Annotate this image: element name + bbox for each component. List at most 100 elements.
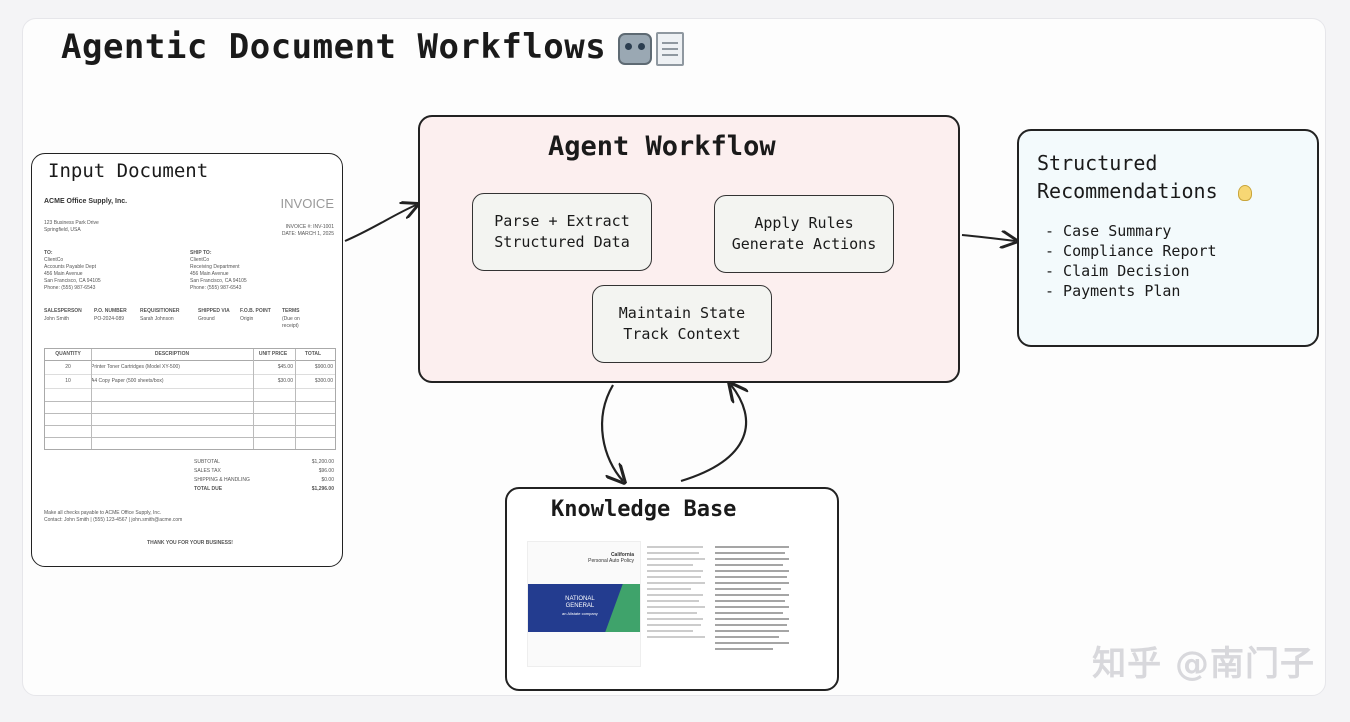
invoice-company: ACME Office Supply, Inc. <box>44 198 128 205</box>
order-header-row: SALESPERSON P.O. NUMBER REQUISITIONER SH… <box>44 308 336 315</box>
document-icon <box>656 31 685 66</box>
step-apply-rules: Apply Rules Generate Actions <box>714 195 894 273</box>
to-label: TO: <box>44 250 53 256</box>
policy-banner: NATIONAL GENERAL an Allstate company <box>528 584 640 632</box>
item-qty: 20 <box>65 364 71 370</box>
total-value: $1,296.00 <box>311 486 334 492</box>
recommendations-title-text: Recommendations <box>1037 179 1218 203</box>
address-line: Springfield, USA <box>44 227 81 233</box>
policy-heading: California Personal Auto Policy <box>588 552 634 564</box>
list-item: - Payments Plan <box>1045 282 1181 300</box>
invoice-heading: INVOICE <box>280 196 334 211</box>
ship-line: 456 Main Avenue <box>190 271 229 277</box>
recommendations-label: Structured Recommendations <box>1037 149 1252 205</box>
to-line: Accounts Payable Dept <box>44 264 96 270</box>
banner-line: an Allstate company <box>562 611 598 616</box>
arrow-input-to-workflow <box>344 205 416 242</box>
step-line: Apply Rules <box>754 214 854 232</box>
total-label: SALES TAX <box>194 468 221 474</box>
recommendations-title-line: Structured <box>1037 151 1158 175</box>
ship-line: San Francisco, CA 94105 <box>190 278 247 284</box>
policy-text-pages <box>647 546 789 650</box>
column-divider <box>295 349 296 449</box>
total-label: SHIPPING & HANDLING <box>194 477 250 483</box>
ship-line: ClientCo <box>190 257 210 263</box>
list-item: - Compliance Report <box>1045 242 1217 260</box>
recommendations-list: - Case Summary - Compliance Report - Cla… <box>1045 221 1217 301</box>
items-table: QUANTITY DESCRIPTION UNIT PRICE TOTAL 20… <box>44 348 336 450</box>
table-row: 20 Printer Toner Cartridges (Model XY-50… <box>45 361 335 375</box>
invoice-ship-to: SHIP TO: ClientCo Receiving Department 4… <box>190 250 247 292</box>
policy-text-page <box>715 546 789 650</box>
ship-line: Phone: (555) 987-6543 <box>190 285 242 291</box>
item-header: TOTAL <box>304 351 322 357</box>
order-value: Sarah Johnson <box>140 316 174 322</box>
input-document-box: Input Document ACME Office Supply, Inc. … <box>31 153 343 567</box>
item-desc: Printer Toner Cartridges (Model XY-500) <box>91 364 180 370</box>
step-line: Generate Actions <box>731 235 877 253</box>
footer-line: Contact: John Smith | (555) 123-4567 | j… <box>44 517 183 523</box>
column-divider <box>253 349 254 449</box>
connector-arrows <box>344 19 1325 695</box>
item-qty: 10 <box>65 378 71 384</box>
item-total: $900.00 <box>314 364 333 370</box>
to-line: 456 Main Avenue <box>44 271 83 277</box>
address-line: 123 Business Park Drive <box>44 220 99 226</box>
recommendations-box: Structured Recommendations - Case Summar… <box>1017 129 1319 347</box>
total-value: $0.00 <box>321 477 334 483</box>
step-line: Parse + Extract <box>494 212 630 230</box>
diagram-title: Agentic Document Workflows <box>61 27 685 67</box>
footer-line: Make all checks payable to ACME Office S… <box>44 510 162 516</box>
table-row: 10 A4 Copy Paper (500 sheets/box) $30.00… <box>45 375 335 389</box>
policy-text-page <box>647 546 705 638</box>
diagram-canvas: Agentic Document Workflows Input Documen… <box>22 18 1326 696</box>
watermark: 知乎 @南门子 <box>1092 644 1315 684</box>
total-row: SHIPPING & HANDLING $0.00 <box>194 476 334 485</box>
order-header: F.O.B. POINT <box>240 308 271 314</box>
item-total: $300.00 <box>314 378 333 384</box>
recommendations-title-line-2: Recommendations <box>1037 177 1252 205</box>
policy-cover-page: California Personal Auto Policy NATIONAL… <box>527 541 641 667</box>
policy-heading-line: Personal Auto Policy <box>588 558 634 564</box>
invoice-footer: Make all checks payable to ACME Office S… <box>44 510 182 524</box>
item-header: UNIT PRICE <box>258 351 288 357</box>
order-value: John Smith <box>44 316 70 322</box>
invoice-totals: SUBTOTAL $1,200.00 SALES TAX $96.00 SHIP… <box>194 458 334 494</box>
policy-document-preview: California Personal Auto Policy NATIONAL… <box>527 541 795 667</box>
step-line: Structured Data <box>494 233 630 251</box>
invoice-meta: INVOICE #: INV-1001 DATE: MARCH 1, 2025 <box>282 224 334 238</box>
list-item: - Claim Decision <box>1045 262 1190 280</box>
invoice-to: TO: ClientCo Accounts Payable Dept 456 M… <box>44 250 101 292</box>
order-header: P.O. NUMBER <box>94 308 127 314</box>
order-value: (Due on receipt) <box>282 316 300 329</box>
list-item: - Case Summary <box>1045 222 1172 240</box>
invoice-address: 123 Business Park Drive Springfield, USA <box>44 220 99 234</box>
item-price: $45.00 <box>277 364 293 370</box>
invoice-document: ACME Office Supply, Inc. INVOICE 123 Bus… <box>44 194 336 564</box>
step-maintain-state: Maintain State Track Context <box>592 285 772 363</box>
agent-workflow-label: Agent Workflow <box>548 131 776 162</box>
arrow-workflow-to-recommendations <box>961 235 1015 241</box>
invoice-thanks: THANK YOU FOR YOUR BUSINESS! <box>147 540 233 546</box>
order-header: REQUISITIONER <box>140 308 180 314</box>
total-value: $1,200.00 <box>311 459 334 465</box>
total-row: TOTAL DUE $1,296.00 <box>194 485 334 494</box>
ship-label: SHIP TO: <box>190 250 212 256</box>
knowledge-base-label: Knowledge Base <box>551 497 737 522</box>
order-value: PO-2024-089 <box>94 316 125 322</box>
total-label: SUBTOTAL <box>194 459 220 465</box>
order-header: TERMS <box>282 308 300 314</box>
empty-row-line <box>45 413 335 414</box>
banner-line: GENERAL <box>565 603 595 609</box>
step-line: Track Context <box>623 325 741 343</box>
total-value: $96.00 <box>318 468 334 474</box>
invoice-date: DATE: MARCH 1, 2025 <box>281 231 334 237</box>
empty-row-line <box>45 437 335 438</box>
item-price: $30.00 <box>277 378 293 384</box>
column-divider <box>91 349 92 449</box>
ship-line: Receiving Department <box>190 264 240 270</box>
total-row: SALES TAX $96.00 <box>194 467 334 476</box>
items-header: QUANTITY DESCRIPTION UNIT PRICE TOTAL <box>45 349 335 361</box>
input-document-label: Input Document <box>48 160 209 182</box>
item-desc: A4 Copy Paper (500 sheets/box) <box>91 378 164 384</box>
